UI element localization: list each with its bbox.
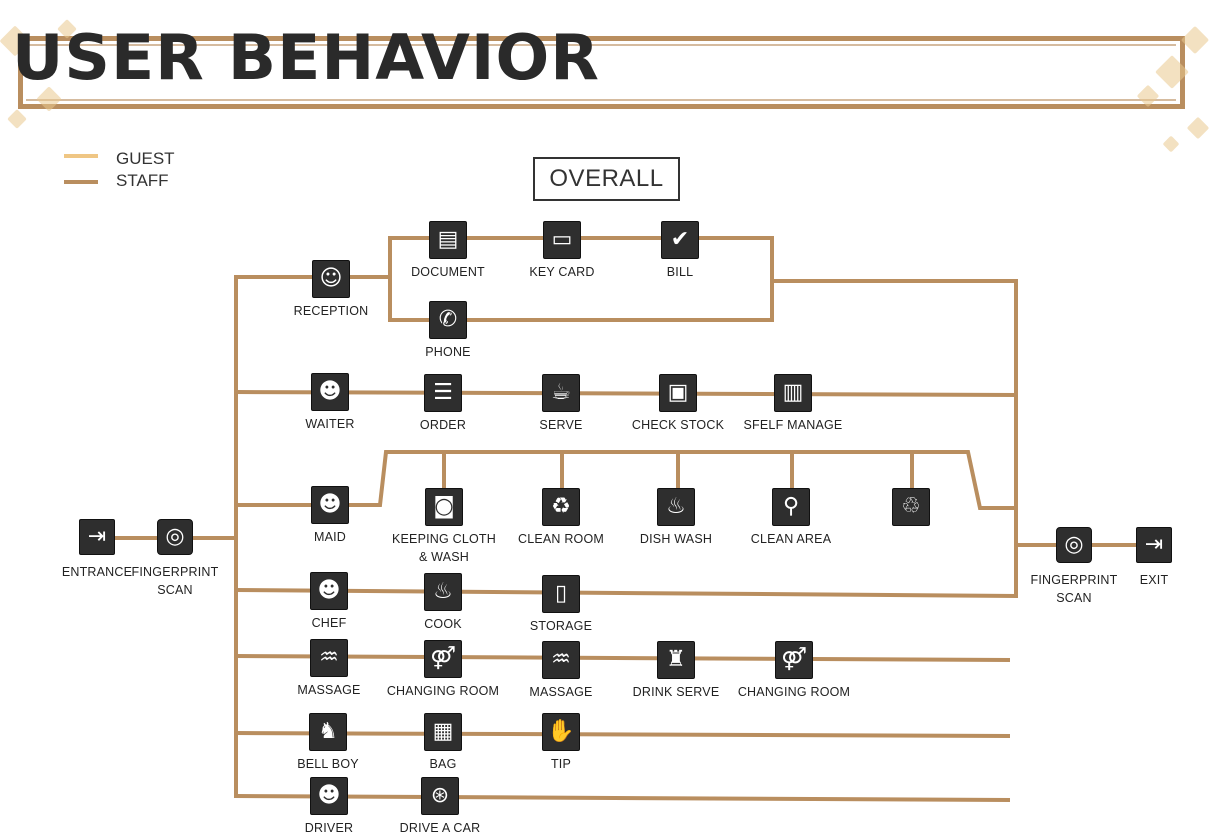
node-label-keycard: KEY CARD (529, 265, 595, 279)
legend-guest-swatch (64, 154, 98, 158)
refrigerator-icon: ▯ (542, 575, 580, 613)
node-label-bag: BAG (429, 757, 457, 771)
node-label-document: DOCUMENT (411, 265, 485, 279)
node-label-keepingcloth: KEEPING CLOTH & WASH (391, 532, 496, 564)
entrance-icon: ⇥ (79, 519, 115, 555)
node-label-changing2: CHANGING ROOM (737, 685, 851, 699)
node-label-waiter: WAITER (305, 417, 355, 431)
washing-machine-icon: ◙ (425, 488, 463, 526)
fingerprint-icon: ◎ (157, 519, 193, 555)
node-label-cleanarea: CLEAN AREA (750, 532, 832, 546)
bell-boy-icon: ♞ (309, 713, 347, 751)
reception-loop (388, 236, 774, 322)
title-frame-left (18, 36, 23, 109)
node-label-massage1: MASSAGE (297, 683, 361, 697)
massage-icon: ♒ (310, 639, 348, 677)
phone-icon: ✆ (429, 301, 467, 339)
suitcase-icon: ▦ (424, 713, 462, 751)
cooking-pot-icon: ♨ (424, 573, 462, 611)
legend-staff-label: STAFF (116, 171, 169, 190)
page-title: USER BEHAVIOR (12, 21, 600, 94)
node-label-dishwash: DISH WASH (639, 532, 713, 546)
bill-icon: ✔ (661, 221, 699, 259)
row-bellboy (233, 730, 1011, 739)
order-icon: ☰ (424, 374, 462, 412)
legend-guest-label: GUEST (116, 149, 175, 168)
reception-icon: ☺ (312, 260, 350, 298)
shelf-icon: ▥ (774, 374, 812, 412)
overall-heading: OVERALL (533, 157, 680, 201)
node-label-bill: BILL (666, 265, 694, 279)
node-label-tip: TIP (550, 757, 572, 771)
node-label-bellboy: BELL BOY (297, 757, 359, 771)
node-label-driver: DRIVER (304, 821, 354, 835)
changing-room-icon: ⚤ (775, 641, 813, 679)
node-label-shelf: SFELF MANAGE (743, 418, 843, 432)
node-label-cook: COOK (424, 617, 462, 631)
massage-icon: ♒ (542, 641, 580, 679)
steering-wheel-icon: ⊛ (421, 777, 459, 815)
dish-wash-icon: ♨ (657, 488, 695, 526)
node-label-fp_in: FINGERPRINT SCAN (131, 565, 219, 597)
driver-icon: ☻ (310, 777, 348, 815)
tip-hand-icon: ✋ (542, 713, 580, 751)
waiter-icon: ☻ (311, 373, 349, 411)
title-frame-top (18, 36, 1184, 41)
row-waiter (233, 389, 1019, 398)
node-label-order: ORDER (419, 418, 467, 432)
maid-icon: ☻ (311, 486, 349, 524)
stock-box-icon: ▣ (659, 374, 697, 412)
row-chef (233, 587, 1019, 599)
node-label-chef: CHEF (311, 616, 347, 630)
chef-icon: ☻ (310, 572, 348, 610)
node-label-reception: RECEPTION (293, 304, 369, 318)
row-massage (233, 653, 1011, 663)
row-driver (233, 793, 1011, 803)
exit-icon: ⇥ (1136, 527, 1172, 563)
node-label-serve: SERVE (539, 418, 583, 432)
title-frame-inner-top (26, 44, 1176, 46)
node-label-checkstock: CHECK STOCK (631, 418, 725, 432)
changing-room-icon: ⚤ (424, 640, 462, 678)
fingerprint-icon: ◎ (1056, 527, 1092, 563)
drink-serve-icon: ♜ (657, 641, 695, 679)
node-label-exit: EXIT (1139, 573, 1169, 587)
serve-icon: ☕ (542, 374, 580, 412)
vacuum-icon: ♻ (542, 488, 580, 526)
node-label-maid: MAID (313, 530, 347, 544)
node-label-massage2: MASSAGE (529, 685, 593, 699)
node-label-driveacar: DRIVE A CAR (399, 821, 481, 835)
title-frame-inner-bottom (26, 99, 1176, 101)
node-label-cleanroom: CLEAN ROOM (517, 532, 605, 546)
document-icon: ▤ (429, 221, 467, 259)
node-label-fp_out: FINGERPRINT SCAN (1030, 573, 1118, 605)
node-label-drinkserve: DRINK SERVE (632, 685, 720, 699)
node-label-storage: STORAGE (529, 619, 593, 633)
node-label-entrance: ENTRANCE (61, 565, 133, 579)
broom-icon: ⚲ (772, 488, 810, 526)
node-label-changing1: CHANGING ROOM (386, 684, 500, 698)
legend-staff-swatch (64, 180, 98, 184)
key-card-icon: ▭ (543, 221, 581, 259)
trash-bin-icon: ♲ (892, 488, 930, 526)
node-label-phone: PHONE (425, 345, 471, 359)
title-frame-bottom (18, 104, 1184, 109)
